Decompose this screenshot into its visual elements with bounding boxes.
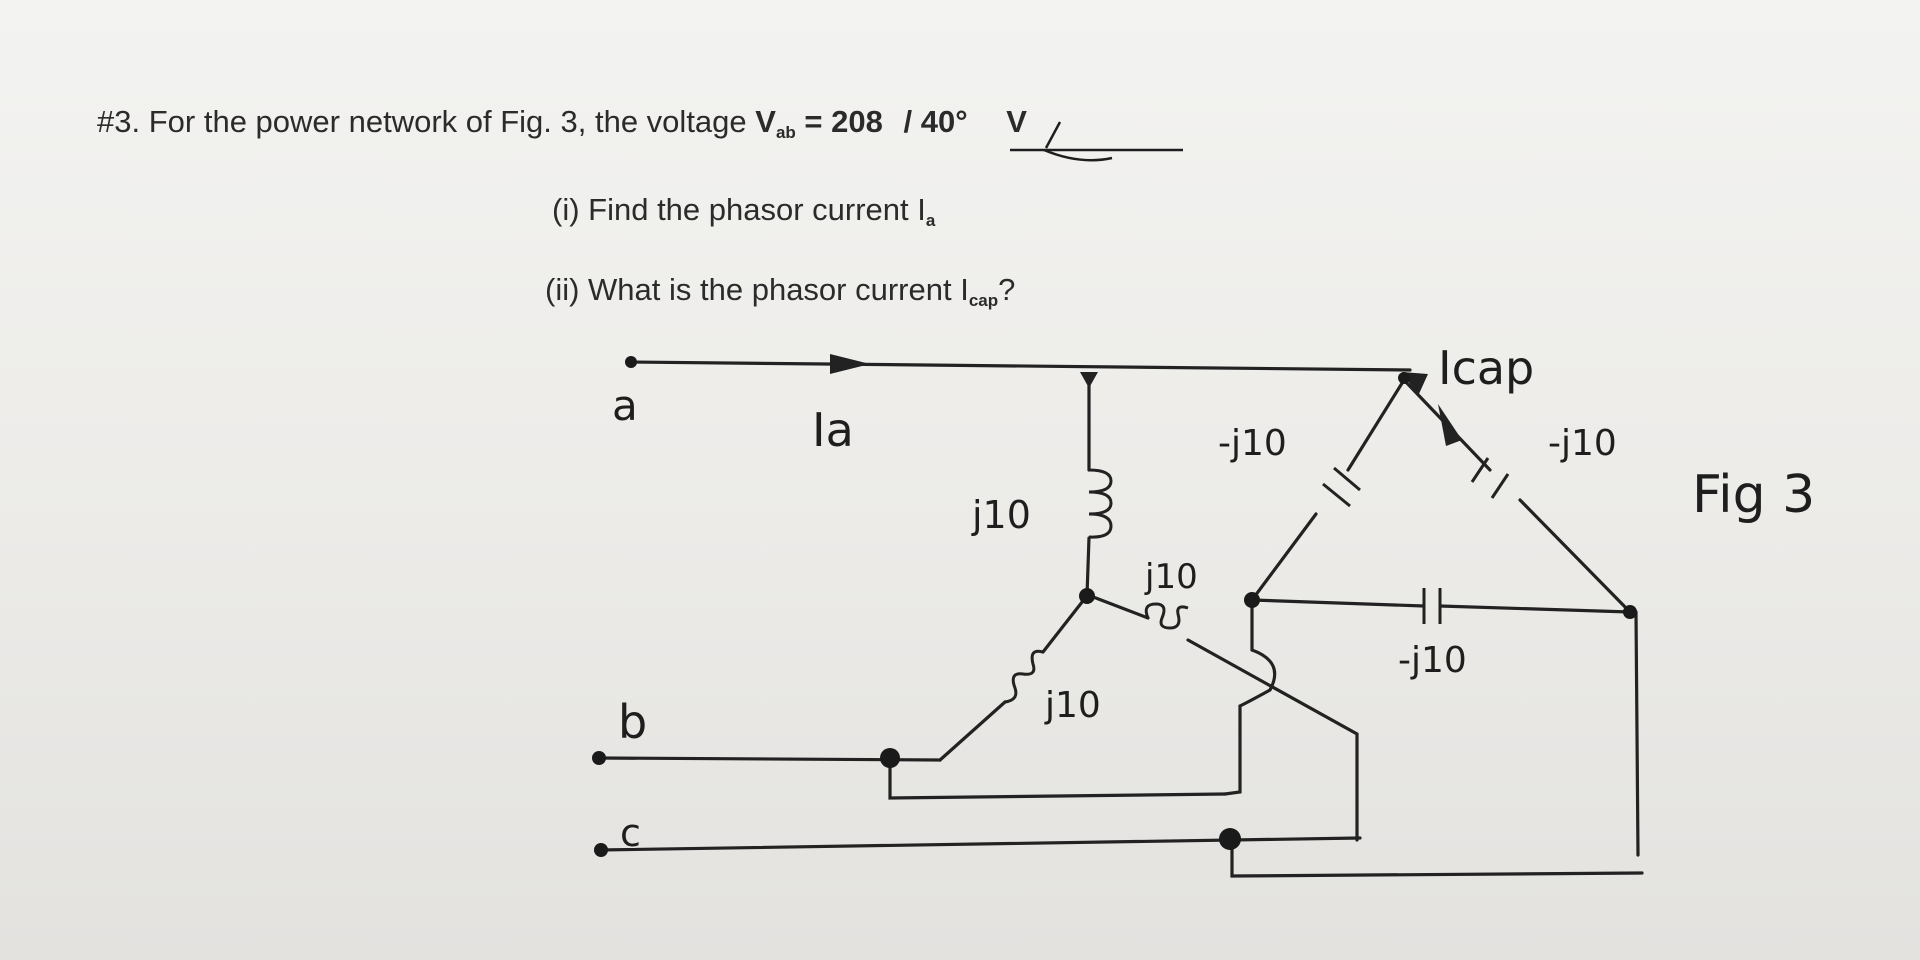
part-two-end: ? [998,272,1016,307]
terminal-b-label: b [618,695,647,749]
inductor-top-coil [1088,468,1113,539]
inductor-left-label: j10 [1044,685,1101,726]
current-cap-label: Icap [1438,341,1534,395]
delta-bottom-right [1438,604,1632,614]
inductor-right-label: j10 [1144,557,1198,597]
delta-top-vertex-dot [1398,372,1410,384]
voltage-angle: / 40° [903,104,968,139]
part-one-question: (i) Find the phasor current Ia [552,192,935,231]
part-two-question: (ii) What is the phasor current Icap? [545,272,1015,311]
star-to-left-coil [1041,595,1088,654]
delta-right-branch-low [1518,498,1632,614]
inductor-coils [1004,468,1189,704]
c-bottom-return [1230,836,1644,878]
inductor-right-coil [1144,602,1189,630]
right-vertex-down [1634,610,1640,857]
capacitors [1322,457,1510,624]
c-junction-dot [1219,828,1241,850]
junction-dots [592,356,1637,857]
cap-bottom-label: -j10 [1398,640,1467,681]
cap-left-label: -j10 [1218,423,1287,464]
terminal-a-dot [625,356,637,368]
cap-left-plate-a [1333,466,1361,492]
problem-statement: #3. For the power network of Fig. 3, the… [97,104,1027,143]
voltage-angle-underline [1010,121,1183,162]
b-junction-dot [880,748,900,768]
delta-left-branch [1346,378,1406,472]
left-vertex-hook [1238,648,1277,708]
voltage-symbol: V [755,104,776,139]
icap-branch-arrow-icon [1438,404,1462,446]
right-coil-to-c [1186,638,1359,842]
problem-number: #3. [97,104,141,139]
left-vertex-to-c-bend [1223,704,1242,796]
voltage-equals: = [804,104,832,139]
cap-right-plate-a [1470,457,1490,483]
line-a-wire [629,360,1412,372]
left-coil-to-b [938,700,1007,762]
terminal-c-dot [594,843,608,857]
cap-left-plate-b [1322,482,1351,508]
inductor-top-label: j10 [971,493,1031,537]
circuit-wires [597,360,1644,878]
voltage-magnitude: 208 [831,104,883,139]
part-two-subscript: cap [968,291,999,310]
top-node-arrow-icon [1080,372,1098,388]
line-c-wire [597,836,1362,852]
terminal-b-dot [592,751,606,765]
voltage-unit: V [1006,104,1027,139]
delta-bottom-left [1250,598,1426,608]
current-a-label: Ia [812,403,854,457]
part-one-subscript: a [925,211,936,230]
part-two-text: (ii) What is the phasor current I [545,272,969,307]
figure-caption: Fig 3 [1692,465,1815,525]
part-one-text: (i) Find the phasor current I [552,192,926,227]
b-junction-down [888,756,1227,800]
cap-right-plate-b [1490,473,1510,499]
delta-left-vertex-dot [1244,592,1260,608]
delta-left-branch-low [1250,512,1318,602]
terminal-a-label: a [612,381,638,430]
problem-intro: For the power network of Fig. 3, the vol… [148,104,756,139]
ia-arrow-icon [830,354,870,374]
voltage-subscript: ab [775,123,796,142]
cap-right-label: -j10 [1548,423,1617,464]
top-coil-to-star [1085,536,1091,597]
inductor-left-coil [1004,649,1044,704]
delta-right-vertex-dot [1623,605,1637,619]
terminal-c-label: c [620,811,641,855]
star-to-right-coil [1086,593,1150,620]
star-point-dot [1079,588,1095,604]
